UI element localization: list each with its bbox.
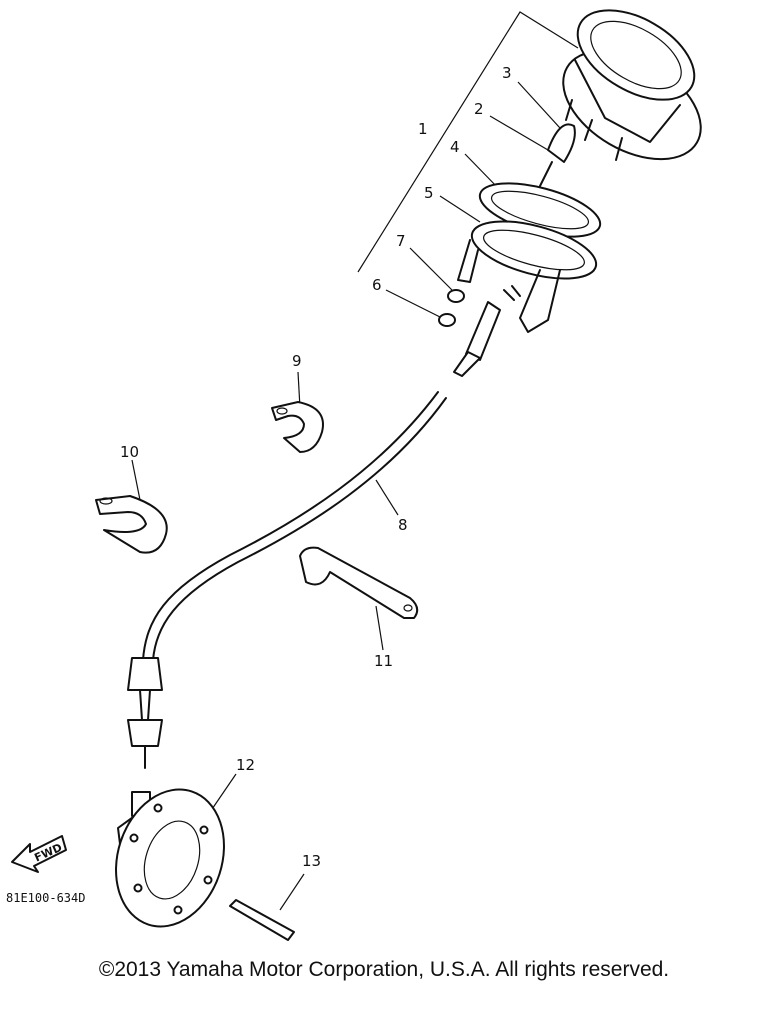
bulb	[539, 123, 576, 187]
callout-13: 13	[302, 852, 321, 870]
fwd-arrow-icon: FWD	[11, 835, 67, 873]
speedometer-cable	[127, 391, 447, 769]
callout-4: 4	[450, 138, 460, 156]
callout-10: 10	[120, 443, 139, 461]
callout-6: 6	[372, 276, 382, 294]
copyright-notice: ©2013 Yamaha Motor Corporation, U.S.A. A…	[98, 958, 670, 981]
speedometer-gauge	[562, 9, 702, 161]
callout-7: 7	[396, 232, 406, 250]
clamp-9	[271, 401, 324, 453]
callout-5: 5	[424, 184, 434, 202]
callout-3: 3	[502, 64, 512, 82]
pin-13	[229, 899, 295, 941]
callout-12: 12	[236, 756, 255, 774]
part-code: 81E100-634D	[6, 891, 85, 905]
leader-lines	[131, 81, 561, 911]
nut-7	[447, 289, 465, 303]
cable-connector-top	[453, 285, 521, 377]
clamp-10	[95, 495, 168, 554]
callout-11: 11	[374, 652, 393, 670]
cable-guide-11	[299, 546, 419, 619]
socket-ring-lower	[457, 220, 598, 333]
callout-1: 1	[418, 120, 428, 138]
callout-8: 8	[398, 516, 408, 534]
speedometer-drive-flange	[115, 788, 225, 928]
callout-9: 9	[292, 352, 302, 370]
callout-2: 2	[474, 100, 484, 118]
assembly-bracket	[357, 11, 579, 273]
nut-6	[438, 313, 456, 327]
